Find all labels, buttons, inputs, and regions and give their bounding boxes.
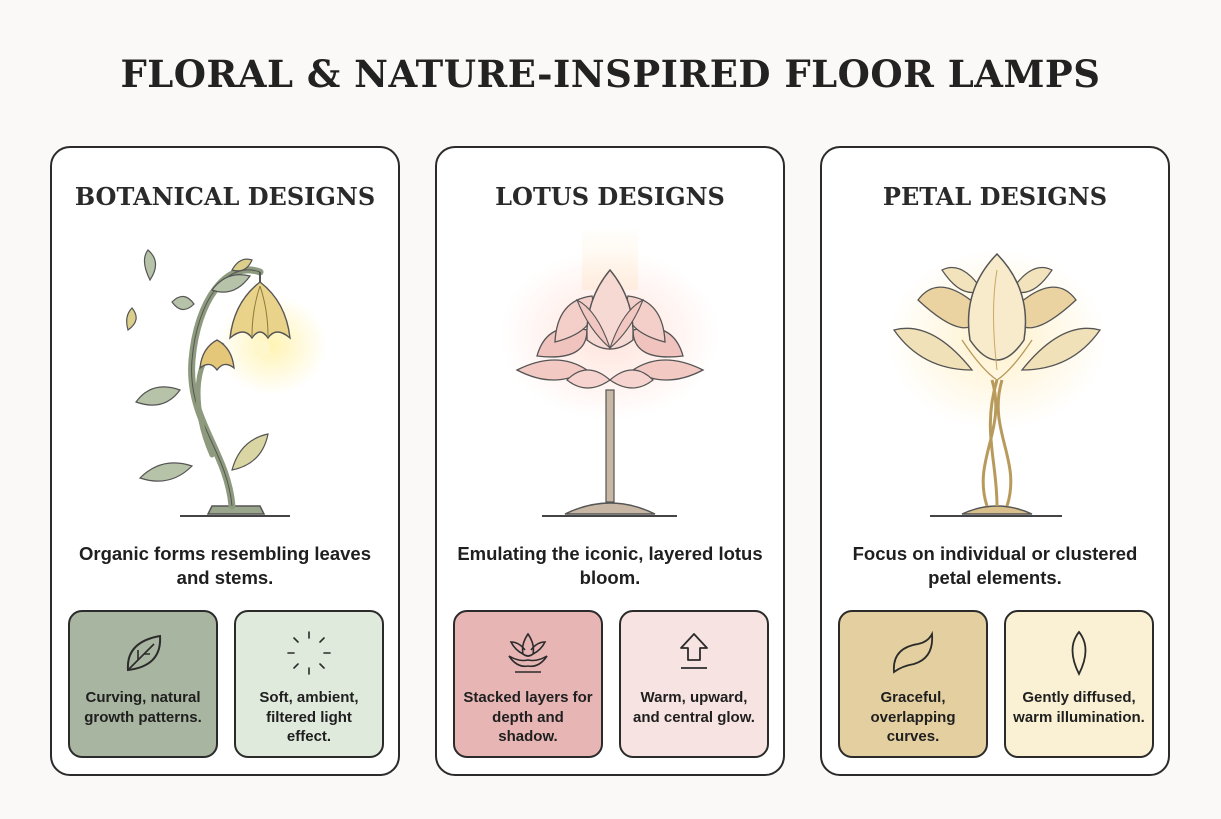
feature-text: Warm, upward, and central glow. [633, 689, 755, 726]
lotus-layers-icon [508, 632, 548, 673]
curved-petal-icon [893, 630, 934, 674]
feature-tile: Warm, upward, and central glow. [619, 610, 769, 758]
petal-designs-card: PETAL DESIGNS [820, 146, 1170, 776]
petal-lamp-illustration [822, 230, 1168, 530]
feature-tile: Gently diffused, warm illumination. [1004, 610, 1154, 758]
leaf-icon [126, 634, 162, 672]
feature-text: Gently diffused, warm illumination. [1013, 689, 1145, 726]
lotus-lamp-illustration [437, 230, 783, 530]
soft-light-icon [287, 631, 331, 675]
feature-tile: Curving, natural growth patterns. [68, 610, 218, 758]
card-title: BOTANICAL DESIGNS [74, 182, 376, 211]
feature-tile: Stacked layers for depth and shadow. [453, 610, 603, 758]
feature-tile: Graceful, overlapping curves. [838, 610, 988, 758]
lotus-designs-card: LOTUS DESIGNS [435, 146, 785, 776]
card-description: Emulating the iconic, layered lotus bloo… [457, 543, 763, 588]
feature-text: Stacked layers for depth and shadow. [463, 689, 593, 745]
botanical-lamp-illustration [52, 230, 398, 530]
feature-text: Curving, natural growth patterns. [84, 689, 202, 726]
card-description: Focus on individual or clustered petal e… [852, 543, 1138, 588]
single-petal-icon [1071, 630, 1087, 677]
upward-arrow-icon [680, 633, 708, 669]
card-title: PETAL DESIGNS [882, 182, 1108, 211]
card-description: Organic forms resembling leaves and stem… [78, 543, 371, 588]
feature-text: Graceful, overlapping curves. [870, 689, 956, 745]
card-title: LOTUS DESIGNS [495, 182, 725, 211]
botanical-designs-card: BOTANICAL DESIGNS [50, 146, 400, 776]
feature-tile: Soft, ambient, filtered light effect. [234, 610, 384, 758]
page-title: FLORAL & NATURE-INSPIRED FLOOR LAMPS [120, 52, 1101, 96]
feature-text: Soft, ambient, filtered light effect. [259, 689, 359, 745]
